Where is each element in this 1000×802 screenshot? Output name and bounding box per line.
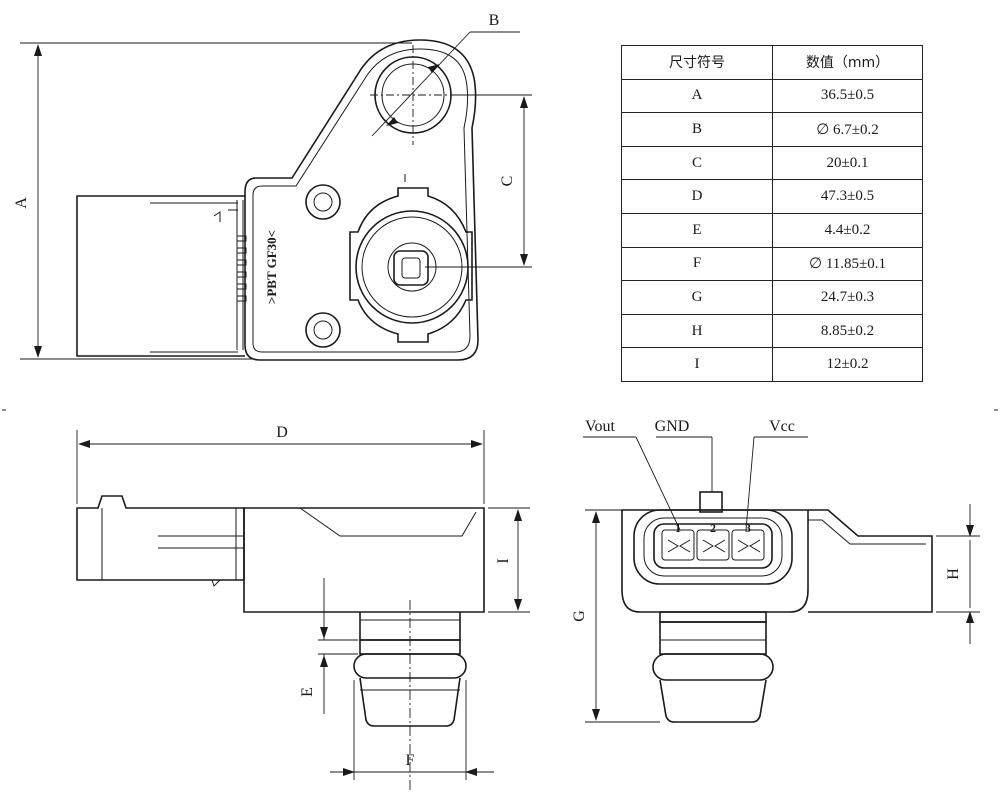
dimension-i: I [488, 507, 530, 613]
front-view: 1 2 3 [621, 491, 933, 723]
dimension-c: C [425, 94, 532, 268]
pin-3: 3 [731, 521, 765, 561]
svg-text:F: F [406, 752, 415, 769]
top-view: >PBT GF30< [76, 39, 479, 361]
column-header-value: 数值（mm） [772, 45, 923, 80]
side-view [76, 495, 485, 790]
svg-text:Vout: Vout [585, 418, 615, 435]
table-cell-symbol: B [621, 112, 773, 147]
dimension-e: E [299, 578, 358, 714]
svg-text:E: E [299, 687, 316, 697]
svg-text:Vcc: Vcc [769, 418, 795, 435]
table-cell-value: 47.3±0.5 [772, 179, 923, 214]
svg-text:GND: GND [655, 418, 690, 435]
svg-text:C: C [499, 176, 516, 187]
table-cell-value: ∅ 11.85±0.1 [772, 246, 923, 282]
svg-text:B: B [489, 12, 500, 29]
table-cell-symbol: I [621, 347, 773, 382]
table-cell-value: 12±0.2 [772, 347, 923, 382]
connector-slots [236, 235, 247, 302]
table-row: B∅ 6.7±0.2 [621, 112, 923, 147]
table-cell-symbol: H [621, 313, 773, 349]
pressure-port-top [349, 174, 473, 343]
dimension-b: B [371, 12, 520, 137]
table-cell-value: 8.85±0.2 [772, 313, 923, 349]
dimension-a: A [13, 42, 412, 360]
dimension-g: G [571, 509, 660, 723]
pressure-port-front [652, 611, 774, 723]
pin-labels: Vout GND Vcc [583, 418, 808, 531]
table-row: F∅ 11.85±0.1 [621, 246, 923, 282]
svg-text:2: 2 [710, 521, 716, 535]
housing-marking: >PBT GF30< [264, 230, 279, 304]
svg-text:H: H [945, 568, 962, 580]
svg-text:3: 3 [745, 521, 751, 535]
svg-text:G: G [571, 610, 588, 622]
table-cell-value: ∅ 6.7±0.2 [772, 112, 923, 147]
connector-socket: 1 2 3 [633, 491, 793, 585]
table-cell-value: 36.5±0.5 [772, 78, 923, 114]
table-cell-symbol: C [621, 145, 773, 181]
svg-text:A: A [13, 197, 30, 209]
column-header-symbol: 尺寸符号 [621, 45, 773, 80]
table-cell-value: 20±0.1 [772, 145, 923, 181]
table-cell-symbol: E [621, 212, 773, 248]
pin-1: 1 [661, 521, 695, 561]
svg-text:1: 1 [675, 521, 681, 535]
table-cell-symbol: D [621, 179, 773, 214]
dimension-d: D [76, 424, 485, 504]
dimension-f: F [330, 680, 494, 780]
dimension-h: H [936, 504, 980, 644]
svg-text:I: I [495, 558, 512, 563]
table-header-row: 尺寸符号 数值（mm） [621, 45, 923, 80]
table-cell-symbol: G [621, 280, 773, 315]
table-cell-value: 4.4±0.2 [772, 212, 923, 248]
table-cell-symbol: A [621, 78, 773, 114]
svg-text:D: D [276, 424, 288, 441]
pin-2: 2 [696, 521, 730, 561]
table-cell-symbol: F [621, 246, 773, 282]
table-cell-value: 24.7±0.3 [772, 280, 923, 315]
